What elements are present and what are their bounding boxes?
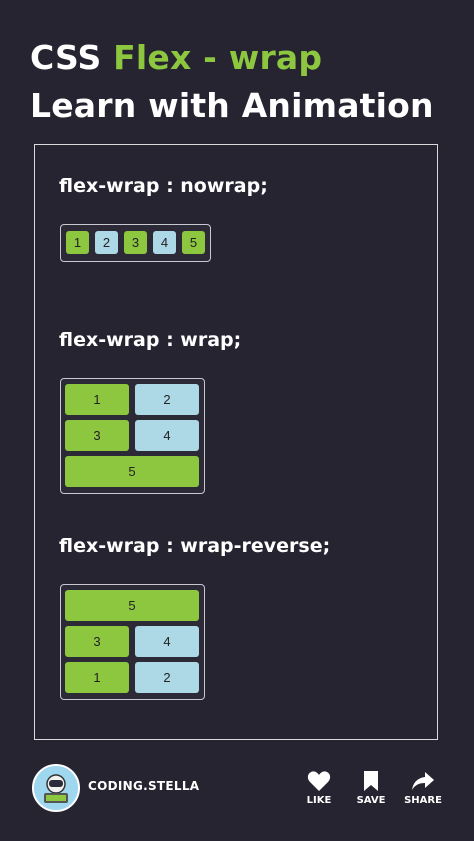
flex-item: 3 (65, 420, 129, 451)
flex-item: 2 (95, 231, 118, 254)
flex-item: 5 (65, 456, 199, 487)
flex-item: 2 (135, 662, 199, 693)
flex-item: 2 (135, 384, 199, 415)
flex-item: 4 (135, 626, 199, 657)
brand-name[interactable]: CODING.STELLA (88, 779, 200, 793)
example-label-wrap-reverse: flex-wrap : wrap-reverse; (59, 535, 331, 557)
example-label-nowrap: flex-wrap : nowrap; (59, 175, 268, 197)
demo-frame: flex-wrap : nowrap; 1 2 3 4 5 flex-wrap … (34, 144, 438, 740)
flex-item: 1 (65, 662, 129, 693)
example-label-wrap: flex-wrap : wrap; (59, 329, 242, 351)
flex-item: 5 (182, 231, 205, 254)
save-label: SAVE (356, 795, 386, 806)
save-button[interactable]: SAVE (346, 770, 396, 806)
page-title: CSS Flex - wrap Learn with Animation (30, 34, 434, 130)
like-label: LIKE (306, 795, 332, 806)
flex-item: 1 (66, 231, 89, 254)
flex-item: 4 (153, 231, 176, 254)
like-button[interactable]: LIKE (294, 770, 344, 806)
heart-icon (307, 771, 331, 791)
share-arrow-icon (412, 772, 434, 790)
wrap-reverse-container: 5 3 4 1 2 (60, 584, 205, 700)
flex-item: 4 (135, 420, 199, 451)
avatar-icon[interactable] (32, 764, 80, 812)
flex-item: 5 (65, 590, 199, 621)
share-button[interactable]: SHARE (398, 770, 448, 806)
bookmark-icon (364, 771, 378, 791)
title-prefix: CSS (30, 38, 114, 77)
flex-item: 3 (65, 626, 129, 657)
footer-bar: CODING.STELLA LIKE SAVE SHARE (0, 760, 474, 820)
wrap-container: 1 2 3 4 5 (60, 378, 205, 494)
title-line2: Learn with Animation (30, 86, 434, 125)
share-label: SHARE (404, 795, 442, 806)
flex-item: 3 (124, 231, 147, 254)
title-accent: Flex - wrap (113, 38, 323, 77)
nowrap-container: 1 2 3 4 5 (60, 224, 211, 262)
flex-item: 1 (65, 384, 129, 415)
